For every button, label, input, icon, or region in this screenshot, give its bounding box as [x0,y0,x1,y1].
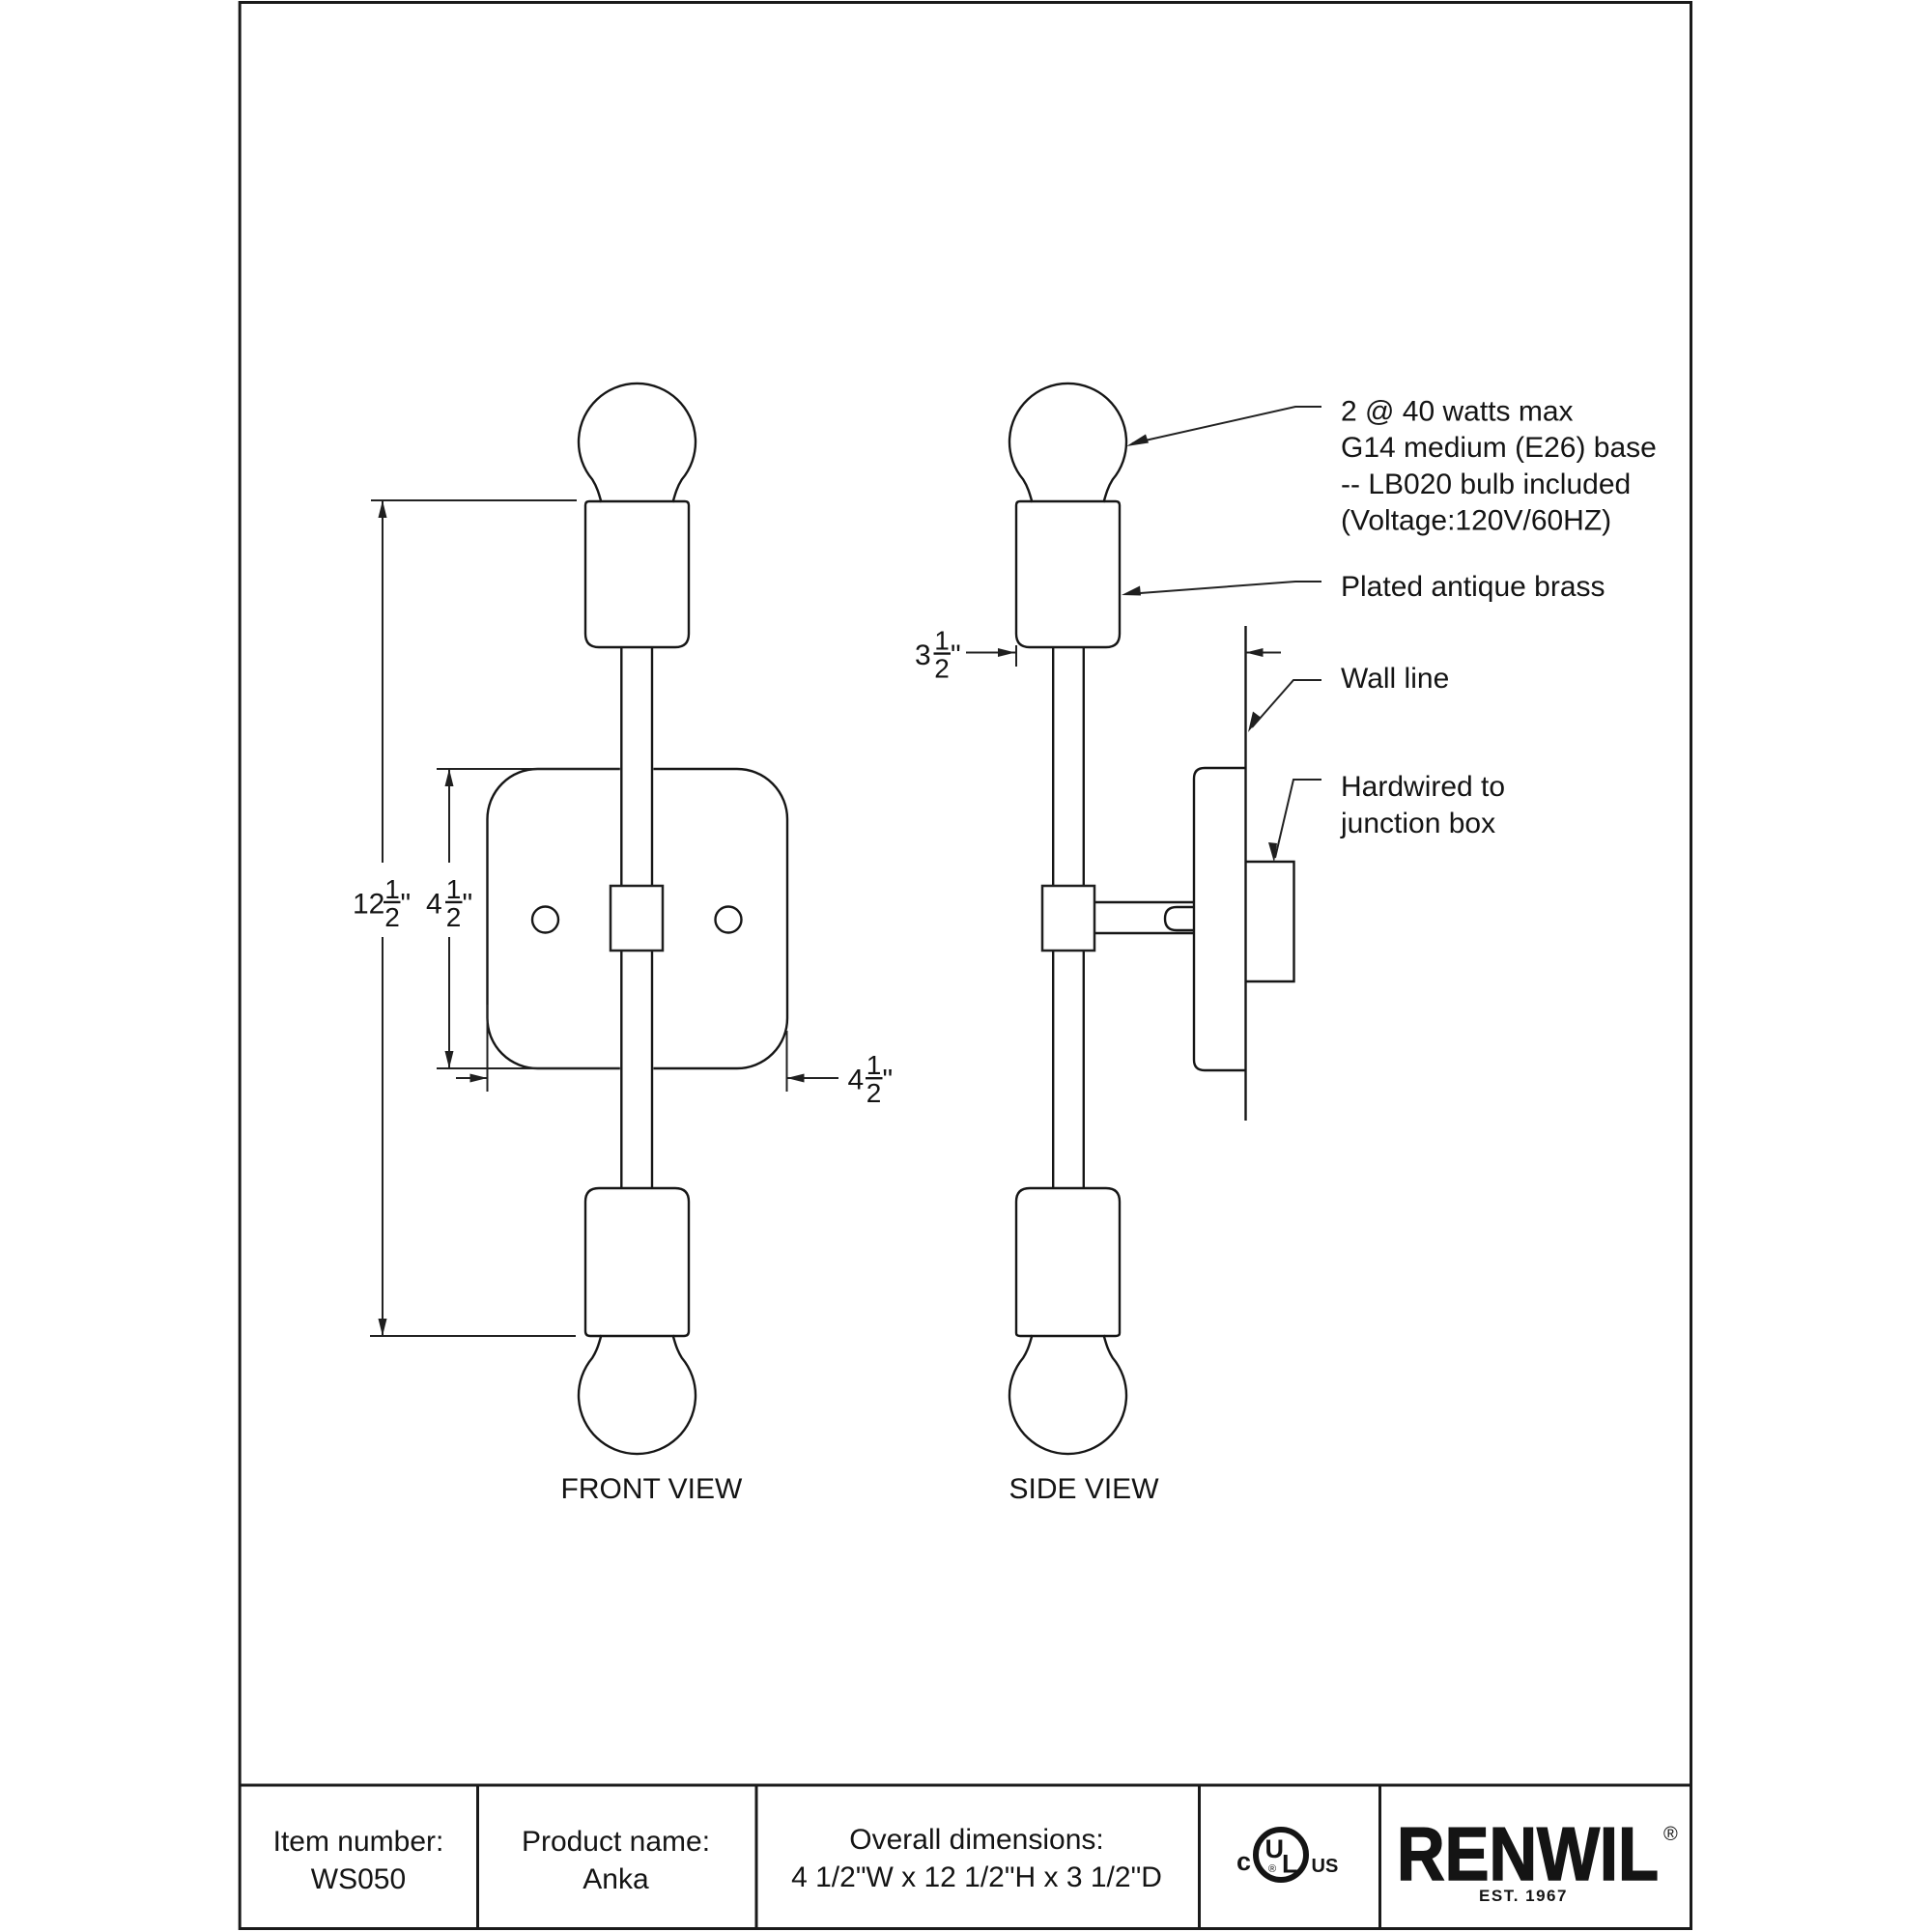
svg-text:Product name:: Product name: [522,1826,710,1858]
svg-text:Item number:: Item number: [273,1826,444,1858]
svg-text:SIDE VIEW: SIDE VIEW [1009,1473,1159,1505]
svg-text:4: 4 [426,889,442,921]
svg-text:1: 1 [934,626,950,656]
svg-text:L: L [1282,1850,1298,1879]
svg-text:1: 1 [867,1050,882,1080]
svg-text:(Voltage:120V/60HZ): (Voltage:120V/60HZ) [1341,505,1611,537]
svg-text:12: 12 [353,889,384,921]
svg-text:": " [883,1065,894,1096]
svg-text:®: ® [1268,1863,1276,1875]
svg-text:Wall line: Wall line [1341,663,1449,695]
svg-text:US: US [1312,1856,1339,1877]
svg-text:4 1/2"W x 12 1/2"H x 3 1/2"D: 4 1/2"W x 12 1/2"H x 3 1/2"D [791,1861,1162,1893]
svg-text:Plated antique brass: Plated antique brass [1341,571,1605,603]
svg-text:G14 medium (E26) base: G14 medium (E26) base [1341,432,1657,464]
svg-text:junction box: junction box [1340,808,1495,839]
svg-text:": " [951,639,961,671]
svg-text:Overall dimensions:: Overall dimensions: [849,1824,1103,1856]
svg-text:4: 4 [848,1065,865,1096]
svg-text:-- LB020 bulb included: -- LB020 bulb included [1341,469,1631,500]
svg-text:2: 2 [446,902,462,932]
svg-text:": " [463,889,473,921]
svg-text:FRONT VIEW: FRONT VIEW [561,1473,743,1505]
svg-text:c: c [1236,1847,1251,1876]
svg-text:U: U [1265,1834,1285,1863]
svg-text:RENWIL: RENWIL [1397,1811,1659,1896]
svg-text:2 @ 40 watts max: 2 @ 40 watts max [1341,396,1574,428]
svg-text:1: 1 [446,874,462,904]
svg-text:2: 2 [384,902,400,932]
svg-text:1: 1 [384,874,400,904]
svg-text:Anka: Anka [582,1863,649,1895]
svg-text:EST. 1967: EST. 1967 [1479,1887,1568,1905]
svg-text:3: 3 [915,639,931,671]
svg-text:2: 2 [867,1078,882,1108]
svg-text:": " [401,889,412,921]
svg-text:Hardwired to: Hardwired to [1341,771,1505,803]
svg-text:2: 2 [934,654,950,684]
svg-text:WS050: WS050 [311,1863,406,1895]
svg-text:®: ® [1663,1824,1678,1845]
